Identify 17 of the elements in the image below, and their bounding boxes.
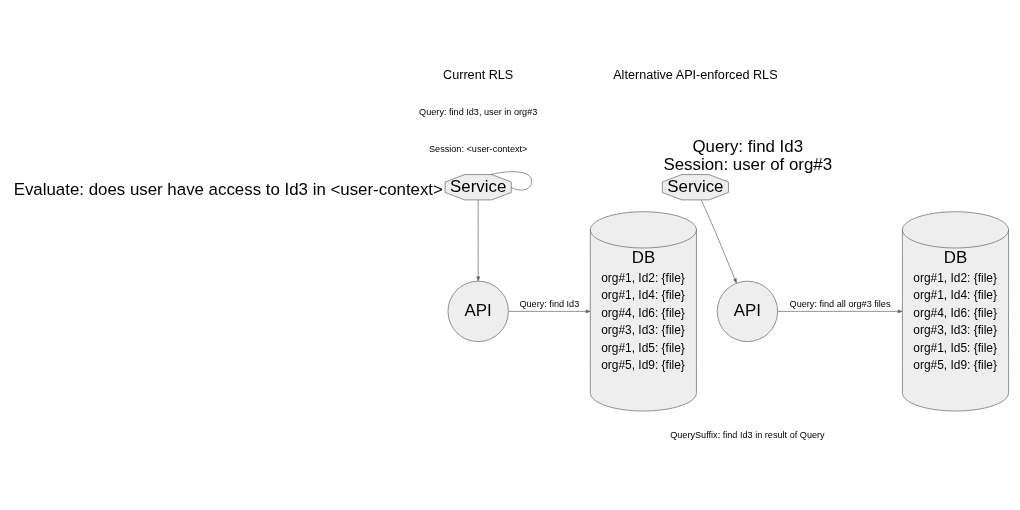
arrow [508,309,591,313]
node-circle: API [716,280,778,342]
edge-label: Query: find all org#3 files [789,298,891,309]
node-label: Evaluate: does user have access to Id3 in <user-context> [13,179,443,199]
arrow [777,309,903,313]
edge-label: Query: find Id3 [519,298,580,309]
label: Session: <user-context> [428,143,528,154]
label: Query: find Id3, user in org#3 [419,106,538,117]
arrow [476,199,481,281]
node-label: Query: find Id3 [692,136,804,156]
label: Alternative API-enforced RLS [613,67,778,82]
label: QuerySuffix: find Id3 in result of Query [670,429,825,440]
node-label: Session: user of org#3 [663,154,833,174]
connector [490,170,532,190]
label: Current RLS [443,67,514,82]
arrow [700,199,737,283]
node-circle: API [447,280,509,342]
